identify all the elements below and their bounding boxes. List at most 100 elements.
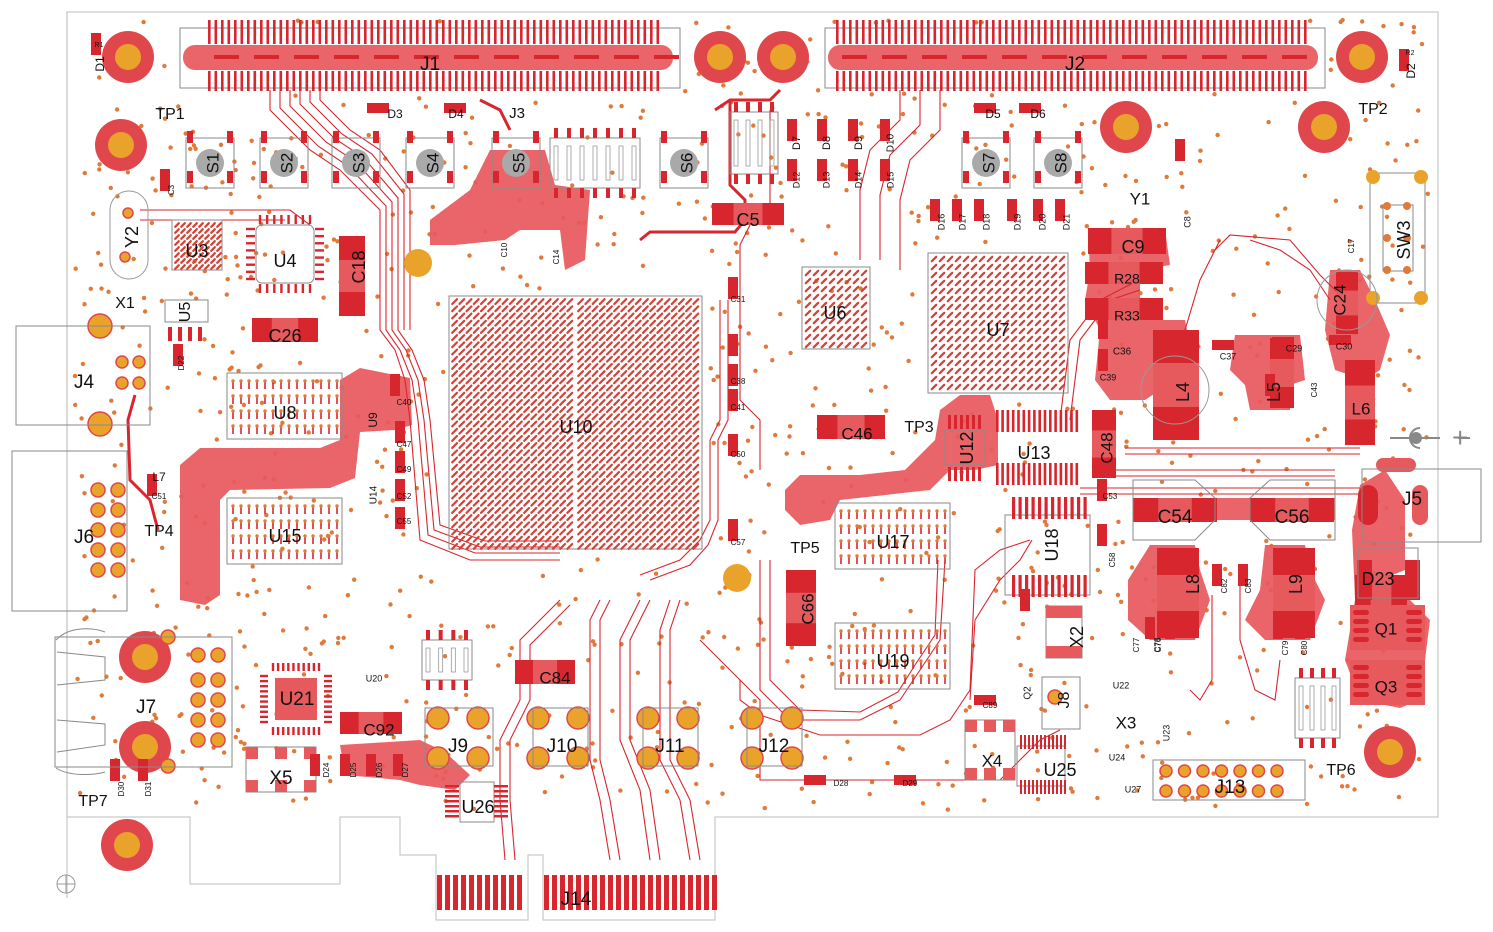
bga-ball xyxy=(1042,335,1050,343)
bga-ball xyxy=(551,478,559,486)
bga-ball xyxy=(591,305,599,313)
bga-ball xyxy=(613,470,621,478)
smd-part xyxy=(340,754,350,776)
bga-ball xyxy=(216,252,222,258)
via xyxy=(1156,123,1162,129)
dip-lever xyxy=(438,647,444,673)
bga-ball xyxy=(627,341,635,349)
bga-ball xyxy=(656,326,664,334)
connector-pin xyxy=(953,71,956,91)
bga-ball xyxy=(537,463,545,471)
bga-ball xyxy=(451,514,459,522)
passive-pad xyxy=(786,570,816,593)
connector-pin xyxy=(624,71,627,91)
bga-ball xyxy=(465,427,473,435)
edge-finger xyxy=(608,875,613,910)
bga-ball xyxy=(804,277,812,285)
ic-pin xyxy=(265,284,269,293)
pth-pad-ring xyxy=(1214,764,1229,778)
via xyxy=(159,298,164,304)
bga-ball xyxy=(685,434,693,442)
bga-ball xyxy=(649,442,657,450)
passive-pad xyxy=(383,712,402,734)
ic-U21 xyxy=(260,663,332,735)
via xyxy=(1169,460,1175,465)
connector-pin xyxy=(836,20,839,44)
via xyxy=(82,491,87,496)
via xyxy=(676,201,682,206)
bga-ball xyxy=(692,298,700,306)
bga-via xyxy=(863,539,867,543)
bga-ball xyxy=(692,398,700,406)
via xyxy=(112,594,117,599)
transistor-pin xyxy=(1353,683,1369,688)
bga-ball xyxy=(946,351,954,359)
via xyxy=(944,759,950,765)
bga-ball xyxy=(537,355,545,363)
connector-pin xyxy=(383,20,387,44)
bga-ball xyxy=(986,295,994,303)
bga-ball xyxy=(494,370,502,378)
bga-ball xyxy=(566,406,574,414)
connector-pin xyxy=(1304,71,1307,91)
via xyxy=(784,451,789,456)
crystal-pad xyxy=(246,747,258,759)
bga-ball xyxy=(472,413,480,421)
bga-ball xyxy=(692,492,700,500)
ic-pin xyxy=(324,674,332,678)
bga-ball xyxy=(479,341,487,349)
bga-ball xyxy=(544,506,552,514)
bga-via xyxy=(335,424,339,428)
bga-ball xyxy=(946,327,954,335)
bga-ball xyxy=(451,384,459,392)
bga-ball xyxy=(1026,359,1034,367)
bga-ball xyxy=(1050,255,1058,263)
via xyxy=(746,549,752,554)
via xyxy=(163,266,168,271)
ic-pin xyxy=(1032,735,1034,749)
bga-ball xyxy=(627,398,635,406)
bga-ball xyxy=(994,255,1002,263)
bga-ball xyxy=(598,326,606,334)
connector-pin xyxy=(933,71,937,91)
switch-pad xyxy=(701,131,707,143)
dip-pin xyxy=(1310,668,1314,678)
ref-label-c3: C3 xyxy=(167,184,176,195)
bga-via xyxy=(895,509,899,513)
via xyxy=(1420,244,1426,249)
bga-ball xyxy=(986,311,994,319)
bga-ball xyxy=(198,228,204,234)
bga-ball xyxy=(566,298,574,306)
bga-ball xyxy=(685,334,693,342)
bga-ball xyxy=(938,311,946,319)
connector-pin xyxy=(868,20,872,44)
smd-part xyxy=(1212,564,1222,586)
bga-ball xyxy=(670,305,678,313)
via xyxy=(559,774,565,779)
via xyxy=(755,773,760,779)
bga-ball xyxy=(613,478,621,486)
bga-via xyxy=(327,379,331,383)
bga-ball xyxy=(663,413,671,421)
bga-ball xyxy=(670,535,678,543)
bga-ball xyxy=(605,377,613,385)
bga-ball xyxy=(1050,271,1058,279)
bga-ball xyxy=(584,298,592,306)
via xyxy=(238,275,243,280)
bga-ball xyxy=(634,485,642,493)
bga-ball xyxy=(566,355,574,363)
connector-pin xyxy=(370,71,374,91)
via xyxy=(682,700,687,705)
bga-ball xyxy=(613,449,621,457)
via xyxy=(238,739,244,745)
ref-label-d16: D16 xyxy=(936,214,946,231)
bga-ball xyxy=(508,470,516,478)
bga-ball xyxy=(1018,271,1026,279)
bga-ball xyxy=(559,377,567,385)
pth-pad-ring xyxy=(190,712,206,728)
bga-ball xyxy=(591,463,599,471)
bga-ball xyxy=(479,362,487,370)
bga-ball xyxy=(458,326,466,334)
bga-via xyxy=(935,509,939,513)
bga-ball xyxy=(192,246,198,252)
